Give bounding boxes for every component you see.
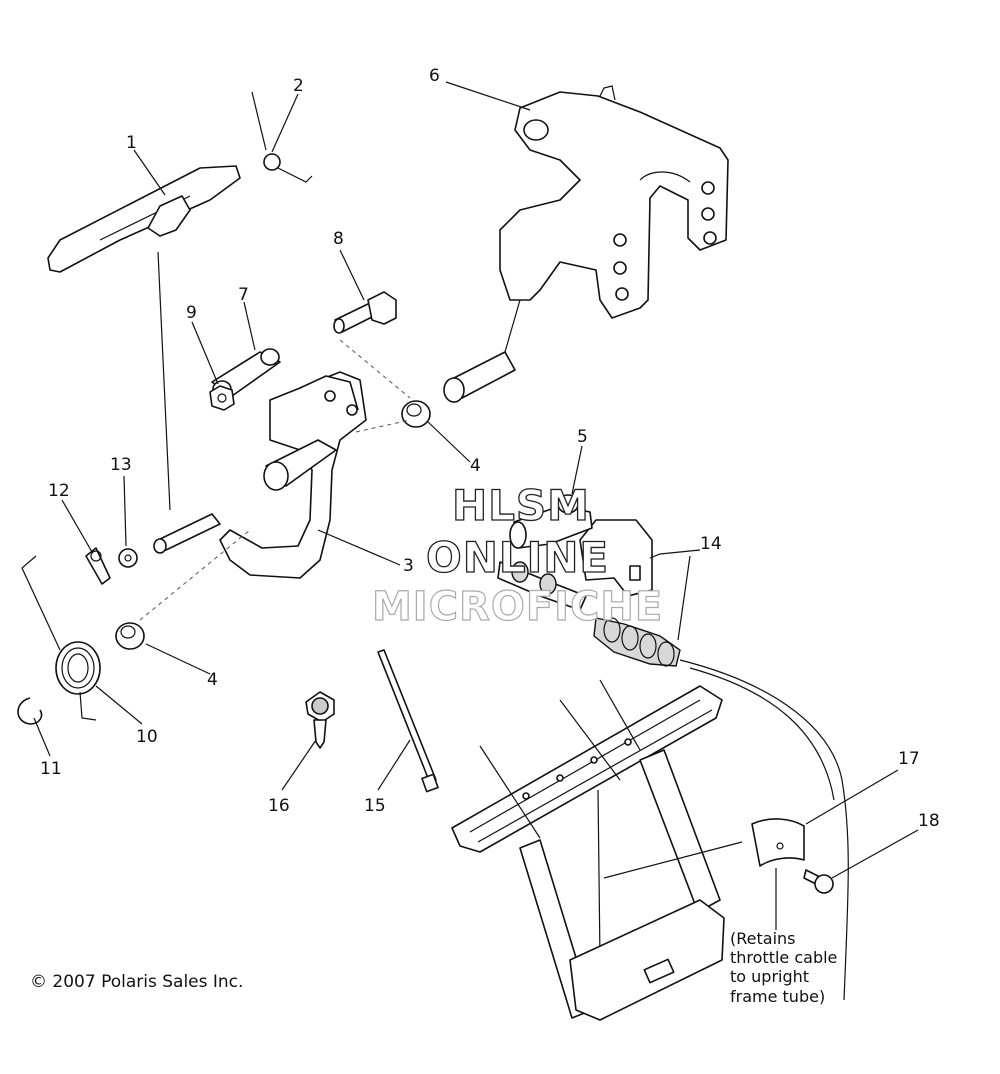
callout-6: 6 (429, 66, 440, 86)
callout-1: 1 (126, 133, 137, 153)
callout-13: 13 (110, 455, 132, 475)
callout-9: 9 (186, 303, 197, 323)
callout-4-upper: 4 (470, 456, 481, 476)
cable-assembly-part-14 (497, 494, 849, 1001)
pedal-arm-part-3 (153, 371, 367, 579)
eclip-part-11 (17, 697, 43, 725)
callout-10: 10 (136, 727, 158, 747)
retains-note: (Retains throttle cable to upright frame… (730, 929, 837, 1006)
bushing-part-4-lower (115, 622, 145, 650)
copyright-text: © 2007 Polaris Sales Inc. (30, 972, 244, 992)
callout-3: 3 (403, 556, 414, 576)
fastener-part-16 (305, 691, 335, 749)
pedal-pad-part-1 (47, 165, 241, 511)
callout-16: 16 (268, 796, 290, 816)
callout-14: 14 (700, 534, 722, 554)
clamp-part-17 (751, 818, 805, 930)
clip-part-12 (85, 547, 111, 585)
bolt-part-8 (333, 291, 397, 334)
screw-part-18 (803, 869, 834, 894)
callout-4-lower: 4 (207, 670, 218, 690)
watermark-line-2: ONLINE (426, 533, 609, 582)
callout-18: 18 (918, 811, 940, 831)
washer-part-13 (118, 548, 138, 568)
note-line-2: throttle cable (730, 948, 837, 967)
callout-15: 15 (364, 796, 386, 816)
callout-7: 7 (238, 285, 249, 305)
callout-labels: 1 2 3 4 4 5 6 7 8 9 10 11 12 13 14 15 16… (40, 66, 940, 831)
upright-frame (451, 679, 743, 1021)
callout-12: 12 (48, 481, 70, 501)
watermark: HLSM ONLINE MICROFICHE (371, 480, 663, 630)
note-line-3: to upright (730, 967, 809, 986)
leader-lines (33, 81, 919, 879)
callout-8: 8 (333, 229, 344, 249)
watermark-line-3: MICROFICHE (372, 584, 663, 630)
nut-part-9 (209, 385, 235, 411)
callout-5: 5 (577, 427, 588, 447)
bushing-part-4-upper (401, 400, 431, 428)
bracket-part-6 (443, 85, 729, 403)
spring-part-10 (21, 555, 101, 721)
callout-11: 11 (40, 759, 62, 779)
callout-17: 17 (898, 749, 920, 769)
callout-2: 2 (293, 76, 304, 96)
cable-tie-part-15 (377, 649, 439, 793)
note-line-1: (Retains (730, 929, 795, 948)
note-line-4: frame tube) (730, 987, 825, 1006)
cotter-pin-part-2 (251, 91, 313, 183)
watermark-line-1: HLSM (452, 481, 590, 530)
